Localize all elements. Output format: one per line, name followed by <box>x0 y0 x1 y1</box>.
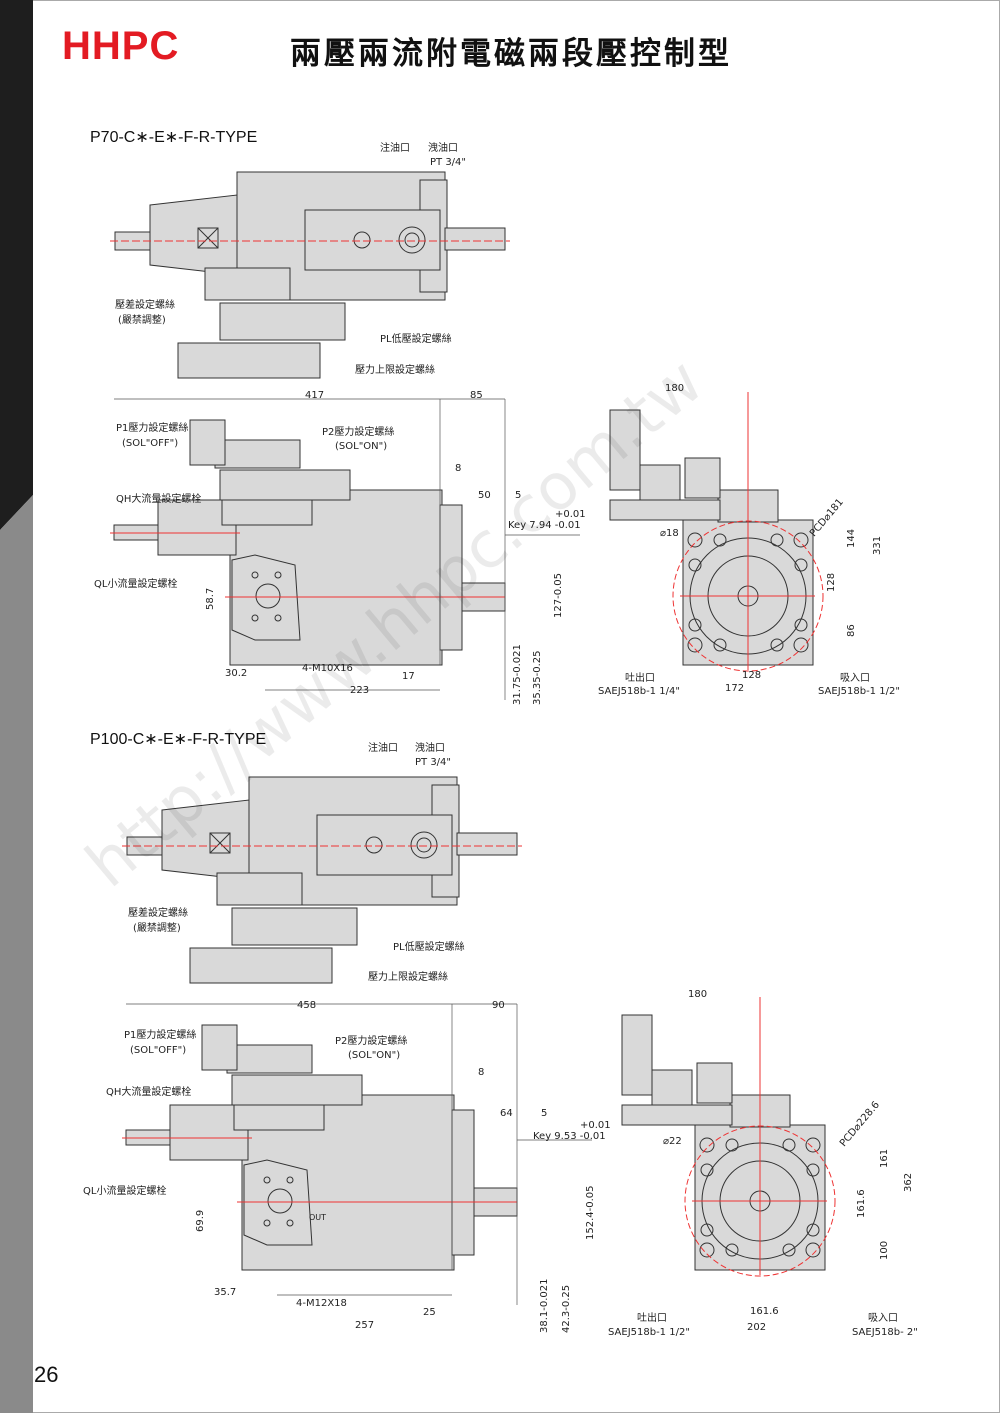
label-p1: P1壓力設定螺絲 <box>124 1030 197 1041</box>
dim-pilot: 127-0.05 <box>553 573 564 618</box>
dim-25: 25 <box>423 1307 436 1318</box>
dim-w3: 172 <box>725 683 745 694</box>
label-drain-thread: PT 3/4" <box>415 757 452 768</box>
label-drain: 洩油口 <box>415 743 445 754</box>
dim-length: 458 <box>297 1000 317 1011</box>
dim-key-len: 64 <box>500 1108 513 1119</box>
label-drain-thread: PT 3/4" <box>430 157 467 168</box>
dim-hole: ⌀18 <box>660 528 679 539</box>
label-qh: QH大流量設定螺栓 <box>106 1087 192 1098</box>
dim-front-w: 180 <box>688 989 708 1000</box>
label-max: 壓力上限設定螺絲 <box>355 365 435 376</box>
hpc-logo: HHPC <box>62 24 180 68</box>
dim-w2: 161.6 <box>750 1306 779 1317</box>
dim-hole: ⌀22 <box>663 1136 682 1147</box>
dim-30: 30.2 <box>225 668 248 679</box>
dim-5: 5 <box>541 1108 548 1119</box>
dim-223: 223 <box>350 685 370 696</box>
dim-h2: 161.6 <box>856 1189 867 1218</box>
dim-h2: 128 <box>826 572 837 592</box>
key-tolerance: +0.01 <box>555 509 586 520</box>
dim-front-w: 180 <box>665 383 685 394</box>
label-qh: QH大流量設定螺栓 <box>116 494 202 505</box>
label-outlet: 吐出口 <box>625 673 655 684</box>
dim-h1: 144 <box>846 528 857 548</box>
dim-port: 69.9 <box>195 1209 206 1232</box>
dim-key-len: 50 <box>478 490 491 501</box>
dim-17: 17 <box>402 671 415 682</box>
side-strip-grey <box>0 495 33 1413</box>
key-tolerance: +0.01 <box>580 1120 611 1131</box>
label-diff-note: (嚴禁調整) <box>118 315 166 326</box>
key-size: Key 7.94 -0.01 <box>508 520 581 531</box>
dim-257: 257 <box>355 1320 375 1331</box>
side-strip-dark <box>0 0 33 530</box>
page-number: 26 <box>34 1362 59 1387</box>
label-ql: QL小流量設定螺栓 <box>94 579 178 590</box>
model-title-p100: P100-C∗-E∗-F-R-TYPE <box>90 731 267 748</box>
label-outlet: 吐出口 <box>637 1313 667 1324</box>
dim-port: 58.7 <box>205 587 216 610</box>
label-drain: 洩油口 <box>428 143 458 154</box>
dim-length: 417 <box>305 390 325 401</box>
label-p2: P2壓力設定螺絲 <box>322 427 395 438</box>
label-p2-note: (SOL"ON") <box>348 1050 401 1061</box>
label-suction-spec: SAEJ518b- 2" <box>852 1327 918 1338</box>
dim-w3: 202 <box>747 1322 767 1333</box>
drawing-p70 <box>110 171 824 700</box>
label-outlet-spec: SAEJ518b-1 1/2" <box>608 1327 690 1338</box>
dim-shaft-d: 31.75-0.021 <box>512 644 523 705</box>
dim-h-total: 331 <box>872 535 883 555</box>
label-ql: QL小流量設定螺栓 <box>83 1186 167 1197</box>
label-max: 壓力上限設定螺絲 <box>368 972 448 983</box>
dim-shaft-length: 90 <box>492 1000 505 1011</box>
dim-h1: 161 <box>879 1148 890 1168</box>
dim-shaft-d: 38.1-0.021 <box>539 1278 550 1333</box>
label-inlet: 注油口 <box>380 143 410 154</box>
model-title-p70: P70-C∗-E∗-F-R-TYPE <box>90 129 258 146</box>
label-suction-spec: SAEJ518b-1 1/2" <box>818 686 900 697</box>
label-pl: PL低壓設定螺絲 <box>380 334 452 345</box>
page-title: 兩壓兩流附電磁兩段壓控制型 <box>290 36 732 72</box>
dim-8: 8 <box>455 463 462 474</box>
label-p1-note: (SOL"OFF") <box>122 438 179 449</box>
dim-8: 8 <box>478 1067 485 1078</box>
dim-h3: 86 <box>846 624 857 637</box>
label-bolt: 4-M10X16 <box>302 663 353 674</box>
label-diff: 壓差設定螺絲 <box>115 300 175 311</box>
label-diff-note: (嚴禁調整) <box>133 923 181 934</box>
dim-h-total: 362 <box>903 1172 914 1192</box>
dim-w2: 128 <box>742 670 762 681</box>
label-bolt: 4-M12X18 <box>296 1298 347 1309</box>
label-p1-note: (SOL"OFF") <box>130 1045 187 1056</box>
label-out: OUT <box>309 1213 327 1222</box>
label-diff: 壓差設定螺絲 <box>128 908 188 919</box>
label-suction: 吸入口 <box>840 673 870 684</box>
dim-shaft-length: 85 <box>470 390 483 401</box>
dim-5: 5 <box>515 490 522 501</box>
label-outlet-spec: SAEJ518b-1 1/4" <box>598 686 680 697</box>
label-suction: 吸入口 <box>868 1313 898 1324</box>
dim-shaft-d2: 35.35-0.25 <box>532 650 543 705</box>
label-inlet: 注油口 <box>368 743 398 754</box>
label-p1: P1壓力設定螺絲 <box>116 423 189 434</box>
dim-pilot: 152.4-0.05 <box>585 1185 596 1240</box>
label-p2: P2壓力設定螺絲 <box>335 1036 408 1047</box>
dim-h3: 100 <box>879 1240 890 1260</box>
drawing-p100 <box>121 776 836 1306</box>
dim-shaft-d2: 42.3-0.25 <box>561 1284 572 1333</box>
label-pl: PL低壓設定螺絲 <box>393 942 465 953</box>
key-size: Key 9.53 -0.01 <box>533 1131 606 1142</box>
label-p2-note: (SOL"ON") <box>335 441 388 452</box>
dim-35: 35.7 <box>214 1287 237 1298</box>
